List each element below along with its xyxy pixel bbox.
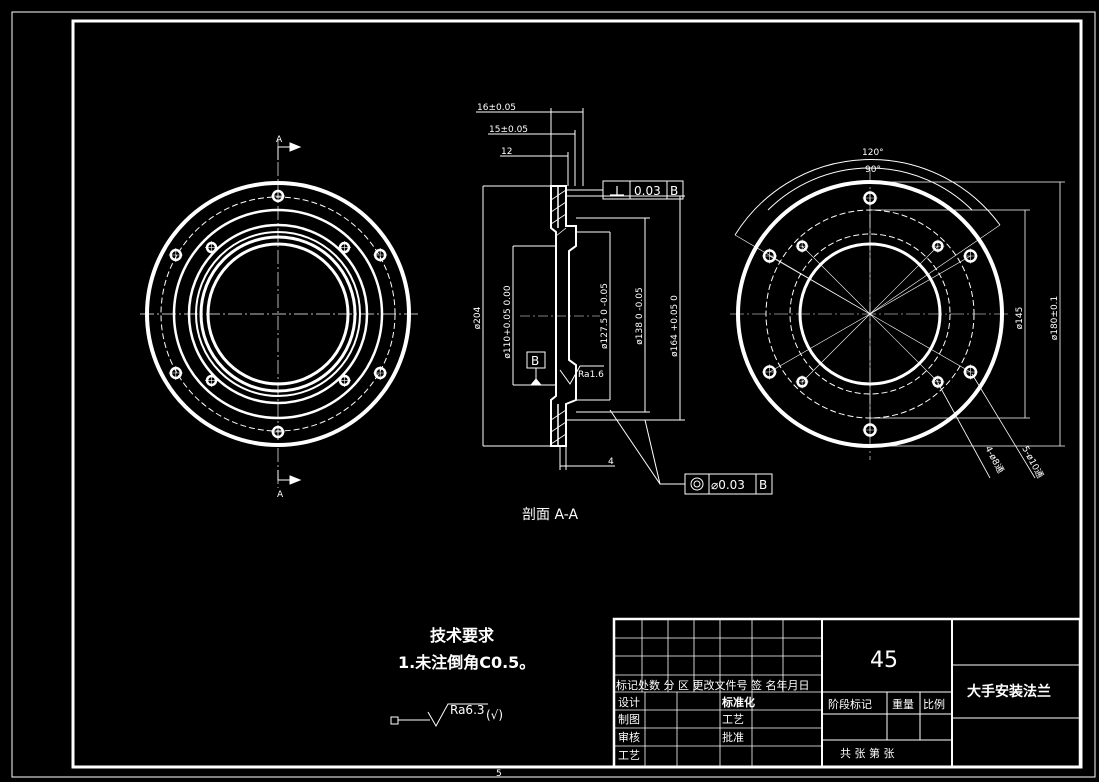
label-review: 审核 — [618, 730, 640, 744]
hole-centerline — [337, 373, 351, 387]
label-process: 工艺 — [618, 749, 640, 762]
sheet-border — [11, 11, 1096, 778]
label-drafting: 制图 — [618, 713, 640, 726]
angle-120: 120° — [862, 148, 884, 158]
dim-12: 12 — [501, 147, 512, 157]
title-block — [612, 617, 1082, 769]
notes-item-1: 1.未注倒角C0.5。 — [398, 653, 535, 672]
hole-centerline — [205, 241, 219, 255]
label-design: 设计 — [618, 696, 640, 709]
hole-centerline — [205, 373, 219, 387]
perp-datum: B — [670, 184, 678, 198]
dim-145: ø145 — [1015, 307, 1025, 330]
holes-5: 5-ø10通 — [1019, 444, 1045, 480]
perp-tolerance-value: 0.03 — [634, 184, 661, 198]
radial-line — [801, 245, 871, 315]
hole-centerline — [337, 241, 351, 255]
label-process-2: 工艺 — [722, 713, 744, 726]
roughness-value: Ra6.3 — [450, 703, 485, 717]
radial-line — [869, 255, 971, 315]
radial-line — [869, 313, 971, 373]
dim-204: ø204 — [473, 306, 483, 329]
hole-centerline — [373, 248, 388, 262]
dim-180: ø180±0.1 — [1050, 296, 1060, 341]
label-scale: 比例 — [923, 697, 945, 711]
hole-centerline — [168, 366, 183, 380]
angle-90: 90° — [865, 165, 881, 175]
section-view — [476, 108, 773, 495]
dim-127: ø127.5 0 -0.05 — [600, 283, 610, 349]
dim-15: 15±0.05 — [489, 125, 528, 135]
dim-164: ø164 +0.05 0 — [670, 295, 680, 357]
notes-heading: 技术要求 — [430, 626, 495, 645]
label-weight: 重量 — [892, 697, 914, 711]
page-number: 5 — [496, 769, 502, 779]
dim-4: 4 — [608, 457, 614, 467]
label-sheets: 共 张 第 张 — [840, 746, 895, 760]
hole-centerline — [962, 248, 978, 264]
label-approval: 批准 — [722, 730, 744, 744]
radial-line — [869, 245, 939, 315]
hole-centerline — [373, 366, 388, 380]
front-view — [140, 140, 418, 488]
hole-centerline — [762, 248, 778, 264]
section-label-top: A — [276, 135, 283, 145]
part-name: 大手安装法兰 — [967, 683, 1051, 700]
conc-datum: B — [759, 478, 767, 492]
right-view — [730, 159, 1065, 479]
datum-b-marker: B — [531, 354, 539, 368]
title-header-row: 标记处数 分 区 更改文件号 签 名年月日 — [616, 678, 809, 692]
material-value: 45 — [870, 648, 898, 673]
roughness-symbol — [390, 703, 488, 728]
section-title: 剖面 A-A — [522, 507, 578, 523]
front-bolt-holes-inner — [205, 241, 351, 387]
hole-centerline — [762, 364, 778, 380]
hole-centerline — [168, 248, 183, 262]
dim-16: 16±0.05 — [477, 103, 516, 113]
conc-tolerance-value: ⌀0.03 — [711, 478, 745, 492]
radial-line — [769, 313, 871, 373]
radial-line — [869, 313, 939, 383]
right-bolt-holes-inner — [795, 239, 945, 389]
dim-110: ø110+0.05 0.00 — [503, 285, 513, 358]
label-stage-mark: 阶段标记 — [828, 697, 872, 711]
label-standardization: 标准化 — [721, 695, 755, 709]
section-label-bottom: A — [277, 490, 284, 500]
radial-line — [801, 313, 871, 383]
roughness-suffix: (√) — [486, 708, 503, 722]
dim-138: ø138 0 -0.05 — [635, 287, 645, 344]
hole-centerline — [962, 364, 978, 380]
roughness-ra16: Ra1.6 — [578, 370, 604, 380]
